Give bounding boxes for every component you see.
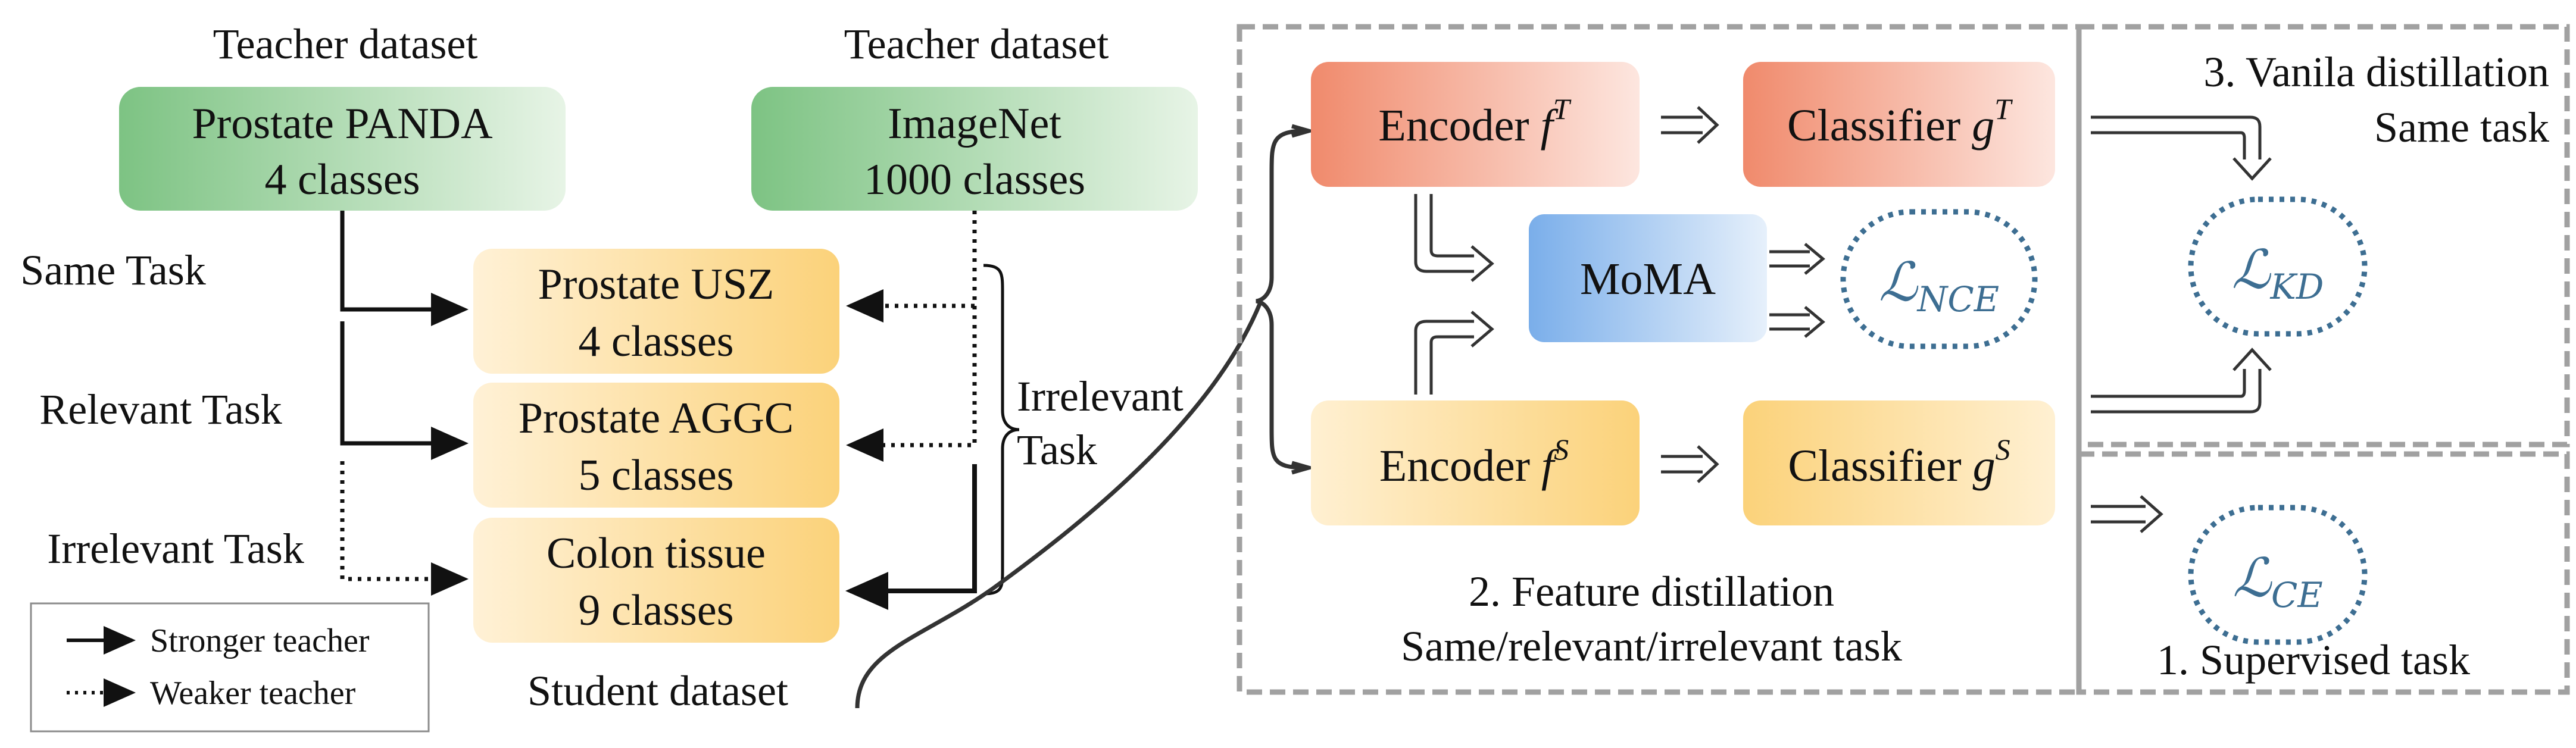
- feature-panel-frame: [1237, 24, 2082, 695]
- teacher-dataset-label-1: Teacher dataset: [213, 20, 478, 68]
- classifier-teacher-box: Classifier gT: [1743, 62, 2055, 187]
- loss-kd-sub: KD: [2269, 267, 2324, 307]
- kd-caption-1: 3. Vanila distillation: [2203, 48, 2549, 96]
- loss-nce-symbol: ℒ: [1879, 251, 1919, 314]
- teacher-panda-name: Prostate PANDA: [192, 99, 492, 148]
- student-aggc-classes: 5 classes: [579, 451, 734, 500]
- loss-kd-symbol: ℒ: [2232, 239, 2272, 301]
- teacher-box-panda: Prostate PANDA 4 classes: [119, 87, 566, 211]
- arrow-imagenet-to-usz: [846, 211, 977, 323]
- teacher-imagenet-classes: 1000 classes: [864, 155, 1085, 204]
- encoder-teacher-text: Encoder: [1378, 101, 1540, 151]
- teacher-box-imagenet: ImageNet 1000 classes: [751, 87, 1198, 211]
- hollow-arrow-into-kd-top: [2091, 115, 2272, 181]
- student-box-usz: Prostate USZ 4 classes: [473, 249, 839, 374]
- encoder-student-box: Encoder fS: [1311, 400, 1640, 525]
- irrelevant-brace-label-2: Task: [1017, 426, 1097, 474]
- feature-caption-1: 2. Feature distillation: [1469, 568, 1834, 615]
- student-colon-name: Colon tissue: [547, 529, 766, 578]
- classifier-teacher-sup: T: [1994, 92, 2013, 126]
- svg-text:ℒNCE: ℒNCE: [1879, 251, 1999, 320]
- ce-caption: 1. Supervised task: [2157, 636, 2470, 684]
- hollow-arrow-enc-to-cls-teacher: [1661, 106, 1719, 144]
- svg-text:ℒKD: ℒKD: [2232, 239, 2324, 307]
- classifier-student-sup: S: [1996, 433, 2010, 466]
- hollow-arrow-into-ce: [2091, 495, 2163, 533]
- feature-caption-2: Same/relevant/irrelevant task: [1401, 622, 1902, 670]
- relevant-task-label: Relevant Task: [39, 386, 282, 433]
- svg-text:Encoder fS: Encoder fS: [1379, 433, 1569, 491]
- irrelevant-brace-label-1: Irrelevant: [1017, 373, 1184, 420]
- student-aggc-name: Prostate AGGC: [519, 394, 794, 443]
- irrelevant-brace: [983, 264, 1020, 596]
- ce-panel-frame: [2076, 451, 2570, 695]
- classifier-student-text: Classifier: [1788, 441, 1972, 491]
- arrow-imagenet-to-aggc: [846, 306, 977, 462]
- legend-weaker-label: Weaker teacher: [150, 675, 356, 712]
- student-dataset-label: Student dataset: [527, 667, 788, 715]
- classifier-student-symbol: g: [1973, 441, 1996, 491]
- moma-label: MoMA: [1580, 254, 1716, 304]
- loss-nce: ℒNCE: [1840, 209, 2038, 349]
- fork-to-encoders: [1256, 129, 1306, 470]
- hollow-arrow-into-kd-bottom: [2091, 348, 2272, 414]
- arrow-panda-to-colon: [340, 461, 469, 596]
- hollow-arrow-student-to-moma: [1414, 311, 1494, 395]
- hollow-arrow-enc-to-cls-student: [1661, 445, 1719, 483]
- arrow-panda-to-aggc: [340, 321, 469, 460]
- svg-text:Encoder fT: Encoder fT: [1378, 92, 1571, 151]
- svg-text:Classifier gS: Classifier gS: [1788, 433, 2010, 491]
- arrow-panda-to-usz: [340, 211, 469, 326]
- student-colon-classes: 9 classes: [579, 586, 734, 635]
- hollow-arrow-moma-to-nce-2: [1769, 306, 1825, 338]
- student-box-colon: Colon tissue 9 classes: [473, 518, 839, 643]
- loss-nce-sub: NCE: [1916, 279, 1999, 320]
- legend-stronger-label: Stronger teacher: [150, 622, 370, 659]
- teacher-imagenet-name: ImageNet: [888, 99, 1061, 148]
- encoder-teacher-sup: T: [1553, 92, 1572, 126]
- moma-box: MoMA: [1529, 214, 1767, 342]
- teacher-panda-classes: 4 classes: [265, 155, 420, 204]
- loss-ce: ℒCE: [2188, 505, 2368, 645]
- loss-kd: ℒKD: [2188, 196, 2368, 337]
- hollow-arrow-moma-to-nce-1: [1769, 243, 1825, 275]
- legend: Stronger teacher Weaker teacher: [30, 602, 430, 733]
- student-usz-name: Prostate USZ: [538, 260, 775, 309]
- same-task-label: Same Task: [20, 246, 206, 294]
- encoder-student-sup: S: [1554, 433, 1569, 466]
- irrelevant-task-label: Irrelevant Task: [47, 525, 304, 572]
- kd-panel-frame: [2076, 24, 2570, 447]
- classifier-student-box: Classifier gS: [1743, 400, 2055, 525]
- student-dataset-curve: [855, 300, 1263, 709]
- teacher-dataset-label-2: Teacher dataset: [844, 20, 1109, 68]
- hollow-arrow-teacher-to-moma: [1414, 194, 1494, 282]
- kd-caption-2: Same task: [2374, 104, 2549, 151]
- loss-ce-symbol: ℒ: [2232, 547, 2272, 609]
- student-box-aggc: Prostate AGGC 5 classes: [473, 383, 839, 508]
- encoder-student-text: Encoder: [1379, 441, 1541, 491]
- student-usz-classes: 4 classes: [579, 317, 734, 366]
- encoder-teacher-box: Encoder fT: [1311, 62, 1640, 187]
- arrow-imagenet-to-colon: [845, 464, 977, 610]
- classifier-teacher-symbol: g: [1972, 101, 1994, 151]
- classifier-teacher-text: Classifier: [1787, 101, 1972, 151]
- svg-text:ℒCE: ℒCE: [2232, 547, 2323, 615]
- svg-text:Classifier gT: Classifier gT: [1787, 92, 2013, 151]
- loss-ce-sub: CE: [2271, 575, 2323, 615]
